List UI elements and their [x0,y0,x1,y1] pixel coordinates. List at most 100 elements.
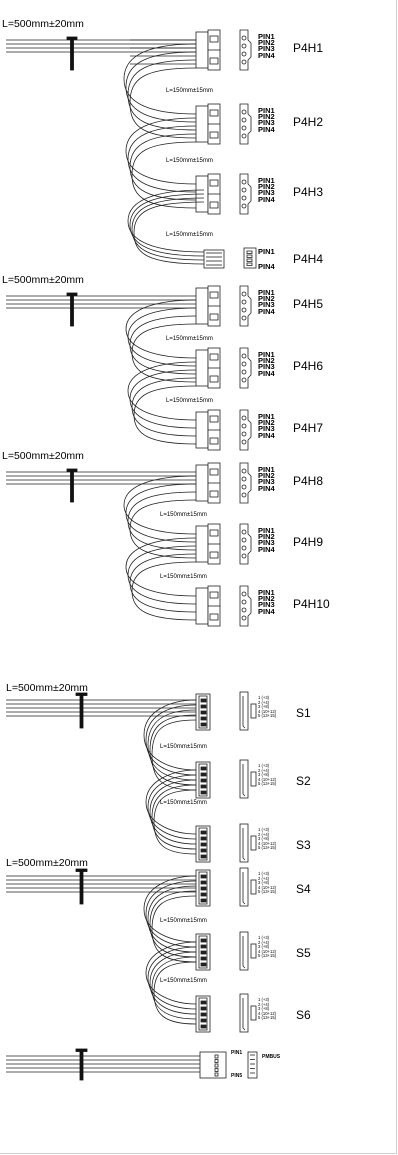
pin-label: 3 (+8) [258,772,270,778]
length-label: L=500mm±20mm [6,857,88,869]
molex-housing-back [195,105,209,143]
pin-list: PIN1 [258,248,275,256]
molex-pin-hole [241,125,247,131]
pin-label: PIN1 [258,32,275,41]
pin-label: 4 (10+12) [258,840,277,846]
pin-label: PIN3 [258,538,275,548]
connector-name: P4H5 [293,297,324,311]
pin-label: 5 (13+15) [258,1015,277,1021]
pin-label: 5 (13+15) [258,781,277,787]
molex-face [239,409,252,451]
branch-wire [153,961,197,1025]
cable-tie-head [75,692,88,696]
branch-wire [151,719,197,791]
molex-cavity [209,35,219,43]
branch-wire [127,125,197,193]
molex-pin-hole [241,476,247,482]
molex-pin-hole [241,315,247,321]
pin-label: 5 (13+15) [258,953,277,959]
sata-key [250,1005,257,1021]
pin-label: 2 (+4) [258,767,270,773]
pin-label: PIN2 [258,182,275,192]
cable-tie-head [66,292,78,296]
branch-wire [131,323,197,383]
pin-label: 2 (+4) [258,939,270,945]
connector-name: S4 [296,882,311,896]
branch-wire [125,117,197,185]
molex-cavity [209,437,219,445]
pin-label: PIN1 [258,526,275,535]
sata-key [250,943,257,959]
floppy-pin [246,254,253,258]
length-sub-label: L=150mm±15mm [160,512,207,518]
molex-cavity [209,415,219,423]
molex-housing-back [195,349,209,387]
pin-label: PIN3 [258,424,275,434]
branch-wire [127,491,197,551]
length-label: L=500mm±20mm [6,682,88,694]
branch-wire [129,553,197,613]
molex-cavity [209,613,219,621]
connector-name: P4H2 [293,115,324,129]
pin-label: 2 (+4) [258,699,270,705]
floppy-housing [203,249,225,269]
cable-tie [70,293,74,327]
sata-pin-list: 1 (+3)2 (+4)3 (+8)4 (10+12)5 (13+15) [258,827,277,851]
pin-label: PIN1 [258,288,275,297]
branch-wire [125,537,197,597]
branch-wire [151,784,197,850]
cable-tie-head [75,1048,88,1052]
pin-label: PIN4 [258,606,275,616]
molex-housing-back [195,587,209,625]
cable-tie-head [66,468,78,472]
pin-label: 1 (+3) [258,997,270,1002]
pin-list: PIN1 [231,1051,242,1056]
length-sub-label: L=150mm±15mm [160,574,207,580]
molex-cavity [209,551,219,559]
molex-housing-back [195,287,209,325]
sata-terminal [200,836,207,841]
molex-face [239,462,252,504]
pin-label: PIN4 [258,124,275,134]
sata-terminal [200,772,207,777]
sata-slot [242,998,246,1031]
branch-wire [127,545,197,605]
sata-terminal [200,950,207,955]
connector-name: S3 [296,838,311,852]
branch-wire [127,361,197,421]
length-sub-label: L=150mm±15mm [160,978,207,984]
connector-name: P4H3 [293,185,324,199]
molex-cavity [209,468,219,476]
molex-housing-back [195,464,209,502]
molex-cavity [209,131,219,139]
length-label: L=500mm±20mm [2,450,84,462]
sata-slot [242,936,246,969]
branch-wire [147,774,197,840]
pin-label: PIN4 [258,50,275,60]
molex-face [239,523,252,565]
sata-terminal [200,880,207,885]
sata-terminal [200,704,207,709]
molex-pin-hole [241,307,247,313]
sata-terminal [200,710,207,715]
sata-key [250,703,257,719]
pin-label: PIN2 [258,356,275,366]
sata-terminal [200,698,207,703]
molex-cavity [209,109,219,117]
molex-housing-back [195,525,209,563]
sata-face [239,993,249,1033]
pin-label: 4 (10+12) [258,776,277,782]
molex-cavity [209,57,219,65]
cable-tie [70,469,74,503]
molex-pin-hole [241,415,247,421]
sata-terminal [200,874,207,879]
sata-pin-list: 1 (+3)2 (+4)3 (+8)4 (10+12)5 (13+15) [258,997,277,1021]
pin-label: 5 (13+15) [258,845,277,851]
branch-wire [129,67,197,139]
branch-wire [149,714,197,786]
cable-tie-head [66,36,78,40]
branch-wire [123,43,197,115]
